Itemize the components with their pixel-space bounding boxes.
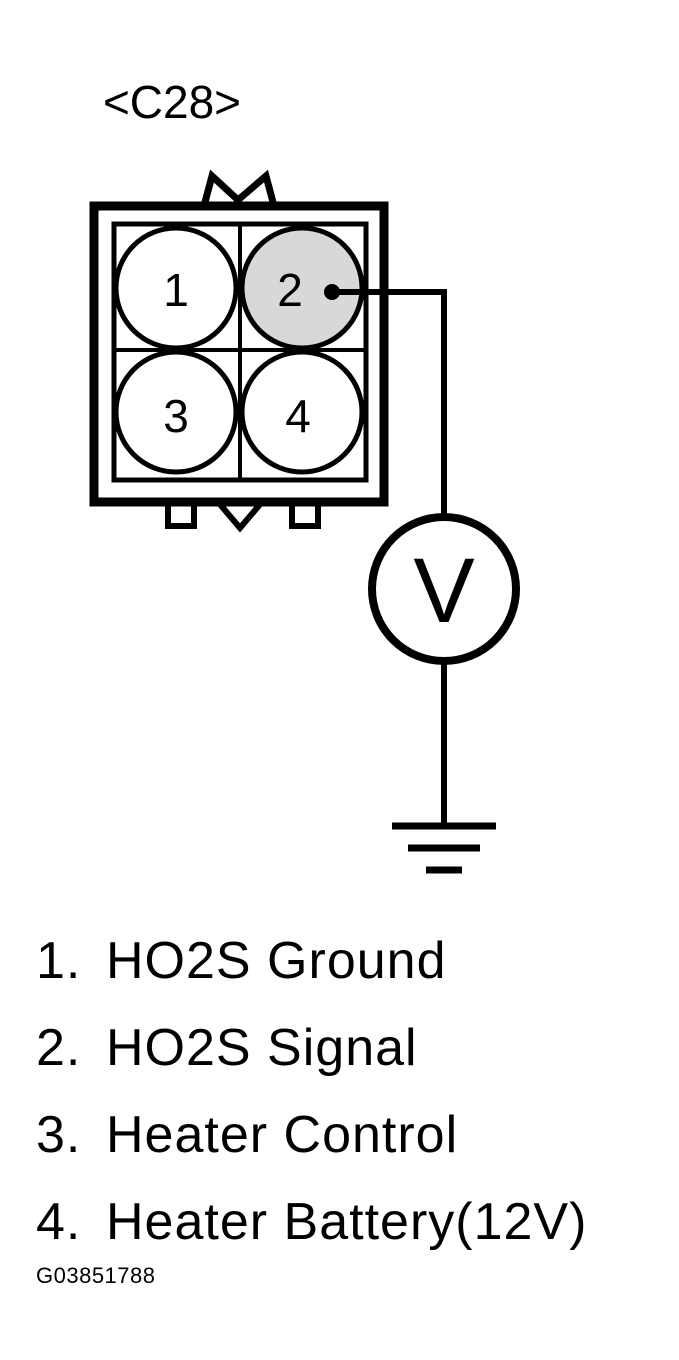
connector-test-diagram: <C28> 1 2 3 4 — [89, 76, 520, 874]
probe-wire — [324, 284, 447, 826]
legend-item-text: HO2S Ground — [106, 932, 447, 990]
ground-symbol-icon — [392, 822, 496, 874]
figure-id: G03851788 — [36, 1263, 156, 1288]
pin-3-number: 3 — [163, 390, 189, 442]
pin-2[interactable]: 2 — [239, 225, 365, 351]
connector-pins: 1 2 3 4 — [113, 225, 365, 475]
legend-item-number: 1. — [36, 932, 82, 990]
pin-4[interactable]: 4 — [239, 349, 365, 475]
legend-item-text: HO2S Signal — [106, 1019, 418, 1077]
legend-item-number: 4. — [36, 1193, 82, 1251]
legend-item-text: Heater Control — [106, 1106, 459, 1164]
legend-item: 4. Heater Battery(12V) — [36, 1179, 587, 1266]
pin-3[interactable]: 3 — [113, 349, 239, 475]
voltmeter-icon: V — [368, 513, 520, 665]
connector-label: <C28> — [103, 76, 241, 128]
pin-4-number: 4 — [285, 390, 311, 442]
pin-1-number: 1 — [163, 264, 189, 316]
legend-item: 1. HO2S Ground — [36, 918, 587, 1005]
legend-item-text: Heater Battery(12V) — [106, 1193, 588, 1251]
pin-legend: 1. HO2S Ground 2. HO2S Signal 3. Heater Con… — [36, 918, 587, 1266]
legend-item-number: 2. — [36, 1019, 82, 1077]
voltmeter-symbol: V — [413, 540, 474, 642]
legend-item-number: 3. — [36, 1106, 82, 1164]
connector-housing — [89, 169, 389, 533]
legend-item: 2. HO2S Signal — [36, 1005, 587, 1092]
pin-1[interactable]: 1 — [113, 225, 239, 351]
pin-2-number: 2 — [277, 264, 303, 316]
legend-item: 3. Heater Control — [36, 1092, 587, 1179]
